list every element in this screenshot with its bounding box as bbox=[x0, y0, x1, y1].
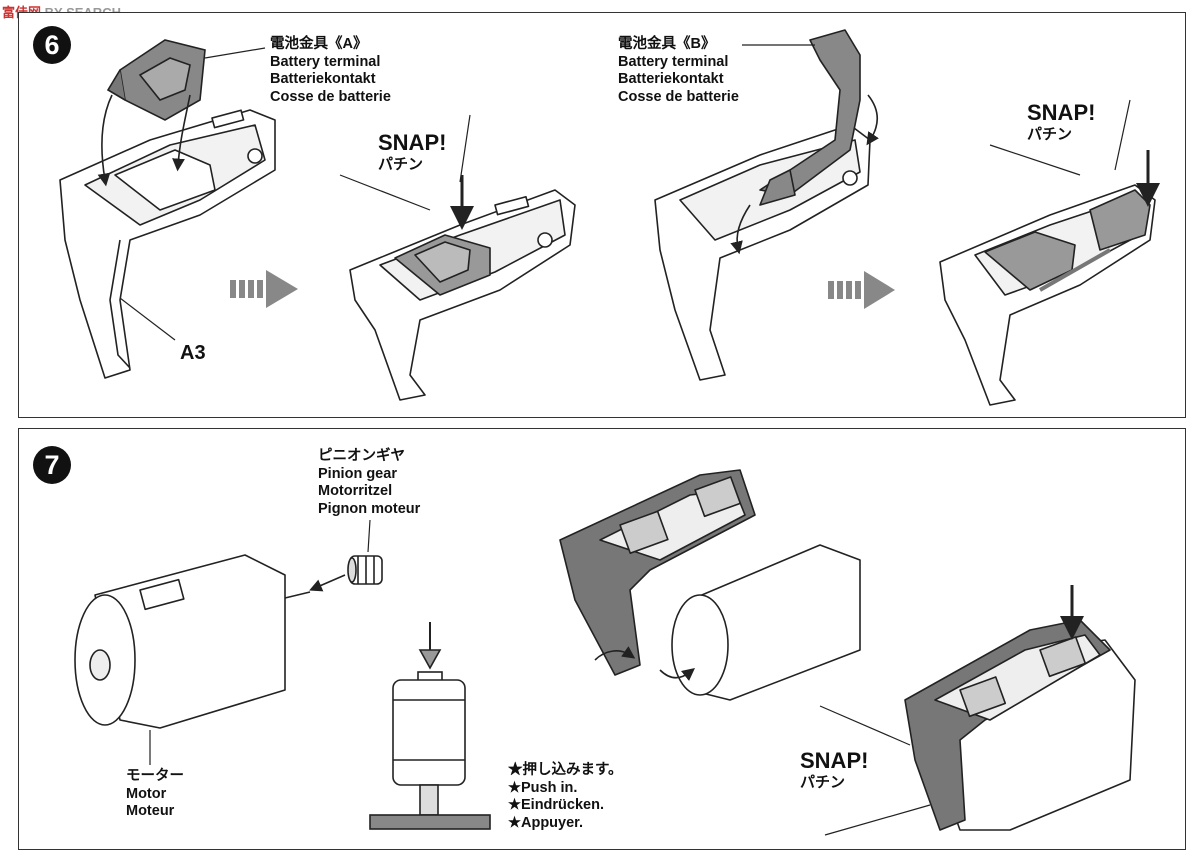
chassis-illustration-1 bbox=[59, 109, 276, 379]
battery-terminal-b-label: 電池金具《B》 Battery terminal Batteriekontakt… bbox=[618, 36, 739, 106]
step-7-number: 7 bbox=[33, 446, 71, 484]
terminal-b-fr: Cosse de batterie bbox=[618, 88, 739, 105]
push-en: ★Push in. bbox=[508, 779, 578, 796]
pinion-gear-illustration bbox=[347, 555, 383, 585]
motor-illustration bbox=[74, 554, 311, 729]
terminal-a-title: 電池金具《A》 bbox=[270, 36, 368, 52]
battery-terminal-a-label: 電池金具《A》 Battery terminal Batteriekontakt… bbox=[270, 36, 391, 106]
pinion-fr: Pignon moteur bbox=[318, 500, 421, 517]
direction-arrow-1 bbox=[230, 270, 298, 308]
push-fr: ★Appuyer. bbox=[508, 814, 584, 831]
motor-into-chassis-illustration bbox=[559, 469, 861, 701]
snap-3-jp: パチン bbox=[800, 774, 846, 791]
push-de: ★Eindrücken. bbox=[508, 797, 604, 813]
terminal-a-fr: Cosse de batterie bbox=[270, 88, 391, 105]
step-6-number: 6 bbox=[33, 26, 71, 64]
motor-jp: モーター bbox=[126, 768, 184, 784]
chassis-illustration-3 bbox=[654, 29, 871, 381]
terminal-b-de: Batteriekontakt bbox=[618, 71, 724, 87]
snap-1-jp: パチン bbox=[378, 156, 424, 173]
terminal-b-title: 電池金具《B》 bbox=[618, 36, 716, 52]
motor-en: Motor bbox=[126, 785, 167, 802]
chassis-illustration-4 bbox=[939, 184, 1156, 406]
snap-callout-1: SNAP! パチン bbox=[378, 130, 446, 174]
snap-2-jp: パチン bbox=[1027, 126, 1073, 143]
motor-label: モーター Motor Moteur bbox=[126, 768, 184, 821]
terminal-a-en: Battery terminal bbox=[270, 53, 381, 70]
motor-fr: Moteur bbox=[126, 803, 175, 819]
pinion-en: Pinion gear bbox=[318, 465, 397, 482]
push-in-diagram bbox=[369, 622, 491, 830]
push-jp: ★押し込みます。 bbox=[508, 762, 623, 778]
part-label-a3: A3 bbox=[180, 342, 206, 364]
snap-1-en: SNAP! bbox=[378, 130, 447, 155]
direction-arrow-2 bbox=[828, 271, 895, 309]
push-in-note: ★押し込みます。 ★Push in. ★Eindrücken. ★Appuyer… bbox=[508, 762, 623, 832]
battery-terminal-a-part bbox=[106, 39, 206, 121]
terminal-b-en: Battery terminal bbox=[618, 53, 729, 70]
pinion-jp: ピニオンギヤ bbox=[318, 448, 405, 464]
snap-callout-3: SNAP! パチン bbox=[800, 748, 868, 792]
pinion-de: Motorritzel bbox=[318, 483, 393, 499]
pinion-gear-label: ピニオンギヤ Pinion gear Motorritzel Pignon mo… bbox=[318, 448, 420, 518]
snap-3-en: SNAP! bbox=[800, 748, 869, 773]
chassis-illustration-2 bbox=[349, 189, 576, 401]
assembled-chassis-illustration bbox=[904, 619, 1136, 831]
terminal-a-de: Batteriekontakt bbox=[270, 71, 376, 87]
snap-callout-2: SNAP! パチン bbox=[1027, 100, 1095, 144]
snap-2-en: SNAP! bbox=[1027, 100, 1096, 125]
